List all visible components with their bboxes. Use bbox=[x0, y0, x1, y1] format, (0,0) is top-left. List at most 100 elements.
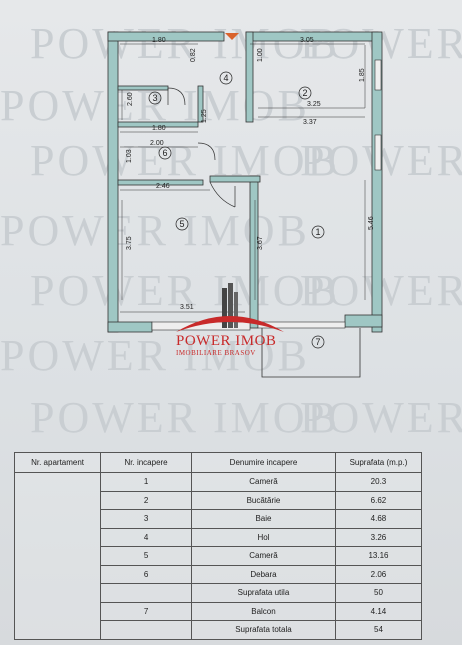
table-cell: 2 bbox=[100, 490, 192, 510]
logo-building bbox=[228, 283, 233, 328]
room-marker-circle bbox=[311, 225, 325, 239]
watermark-text: POWER IMOB bbox=[30, 136, 340, 185]
wall-interior bbox=[117, 121, 199, 128]
watermark-text: POWER IMOB bbox=[300, 393, 462, 442]
wall-right bbox=[371, 31, 383, 333]
door-arc bbox=[197, 142, 216, 161]
room-marker-circle bbox=[298, 86, 312, 100]
table-cell: 13.16 bbox=[334, 546, 423, 566]
room-marker-number: 6 bbox=[163, 148, 168, 158]
wall-bottom-left bbox=[107, 321, 153, 333]
watermark-text: POWER IMOB bbox=[30, 266, 340, 315]
room-marker-number: 2 bbox=[303, 88, 308, 98]
wall-interior bbox=[117, 85, 169, 91]
table-cell: 5 bbox=[100, 546, 192, 566]
table-cell: Debara bbox=[191, 564, 336, 584]
door-arc bbox=[167, 87, 186, 106]
company-logo: POWER IMOB IMOBILIARE BRASOV bbox=[176, 333, 286, 358]
table-header-cell: Suprafata (m.p.) bbox=[334, 452, 423, 473]
room-marker-number: 1 bbox=[316, 227, 321, 237]
dimension-label: 2.60 bbox=[127, 92, 134, 106]
window bbox=[374, 134, 382, 171]
dimension-label: 1.25 bbox=[201, 109, 208, 123]
table-header-cell: Nr. incapere bbox=[100, 452, 192, 473]
table-cell: 20.3 bbox=[334, 472, 423, 492]
table-cell: 2.06 bbox=[334, 564, 423, 584]
room-marker-number: 5 bbox=[180, 219, 185, 229]
table-header-cell: Nr. apartament bbox=[13, 452, 102, 473]
room-marker-number: 4 bbox=[224, 73, 229, 83]
watermark-text: POWER IMOB bbox=[0, 331, 310, 380]
table-header-row: Nr. apartament Nr. incapere Denumire inc… bbox=[13, 452, 423, 473]
table-row: Suprafata totala 54 bbox=[15, 620, 423, 640]
table-cell: 6 bbox=[100, 564, 192, 584]
balcony-outline bbox=[261, 328, 361, 378]
room-marker-circle bbox=[148, 91, 162, 105]
table-row: 6 Debara 2.06 bbox=[15, 564, 423, 584]
dimension-label: 3.05 bbox=[300, 37, 314, 44]
wall-interior bbox=[249, 175, 259, 329]
dimension-label: 3.51 bbox=[180, 304, 194, 311]
wall-left bbox=[107, 31, 119, 333]
table-cell: 4.68 bbox=[334, 509, 423, 529]
table-cell: 3.26 bbox=[334, 527, 423, 547]
dimension-label: 2.00 bbox=[150, 140, 164, 147]
table-cell: 6.62 bbox=[334, 490, 423, 510]
dimension-label: 5.46 bbox=[368, 216, 375, 230]
logo-building bbox=[234, 292, 238, 328]
table-cell bbox=[100, 583, 192, 603]
room-marker-number: 3 bbox=[153, 93, 158, 103]
window bbox=[257, 321, 346, 329]
floor-plan: 1.80 0.82 1.00 3.05 2.60 1.85 3.25 3.37 … bbox=[107, 31, 383, 378]
table-cell: 3 bbox=[100, 509, 192, 529]
dimension-label: 3.67 bbox=[257, 236, 264, 250]
entrance-marker bbox=[225, 33, 239, 40]
dimension-label: 3.75 bbox=[126, 236, 133, 250]
table-cell-apartment bbox=[13, 472, 102, 640]
watermark-text: POWER IMOB bbox=[30, 393, 340, 442]
dimension-label: 3.25 bbox=[307, 101, 321, 108]
room-marker-circle bbox=[158, 146, 172, 160]
table-header-cell: Denumire incapere bbox=[191, 452, 336, 473]
table-cell: Suprafata totala bbox=[191, 620, 336, 640]
dimension-label: 2.46 bbox=[156, 183, 170, 190]
dimension-label: 1.85 bbox=[359, 68, 366, 82]
table-cell: 4.14 bbox=[334, 601, 423, 621]
logo-building bbox=[222, 288, 227, 328]
wall-interior bbox=[117, 179, 204, 186]
wall-interior bbox=[197, 85, 204, 123]
table-cell: Cameră bbox=[191, 472, 336, 492]
table-cell: Baie bbox=[191, 509, 336, 529]
room-marker-circle bbox=[175, 217, 189, 231]
table-row: 4 Hol 3.26 bbox=[15, 527, 423, 547]
dimension-label: 1.80 bbox=[152, 37, 166, 44]
wall-bottom-right bbox=[344, 314, 383, 328]
dimension-label: 0.82 bbox=[190, 48, 197, 62]
table-cell: Cameră bbox=[191, 546, 336, 566]
table-cell: 7 bbox=[100, 601, 192, 621]
room-marker-number: 7 bbox=[316, 337, 321, 347]
dimension-label: 3.37 bbox=[303, 119, 317, 126]
area-table: Nr. apartament Nr. incapere Denumire inc… bbox=[13, 452, 423, 640]
wall-interior bbox=[245, 31, 254, 123]
table-cell bbox=[100, 620, 192, 640]
dimension-label: 1.00 bbox=[257, 48, 264, 62]
table-row: 1 Cameră 20.3 bbox=[13, 472, 423, 640]
table-cell: 54 bbox=[334, 620, 423, 640]
room-marker-circle bbox=[311, 335, 325, 349]
table-cell: 4 bbox=[100, 527, 192, 547]
table-cell: Bucătărie bbox=[191, 490, 336, 510]
wall-interior bbox=[209, 175, 261, 183]
dimension-label: 1.03 bbox=[126, 149, 133, 163]
logo-graphic bbox=[176, 283, 284, 332]
room-marker-circle bbox=[219, 71, 233, 85]
table-cell: 1 bbox=[100, 472, 192, 492]
table-row: Suprafata utila 50 bbox=[15, 583, 423, 603]
logo-subtitle: IMOBILIARE BRASOV bbox=[176, 349, 256, 357]
door-arc bbox=[209, 181, 236, 208]
watermark-text: POWER IMOB bbox=[30, 19, 340, 68]
table-cell: 50 bbox=[334, 583, 423, 603]
logo-swoosh bbox=[176, 316, 284, 332]
dimension-label: 1.80 bbox=[152, 125, 166, 132]
logo-name: POWER IMOB bbox=[176, 333, 277, 349]
